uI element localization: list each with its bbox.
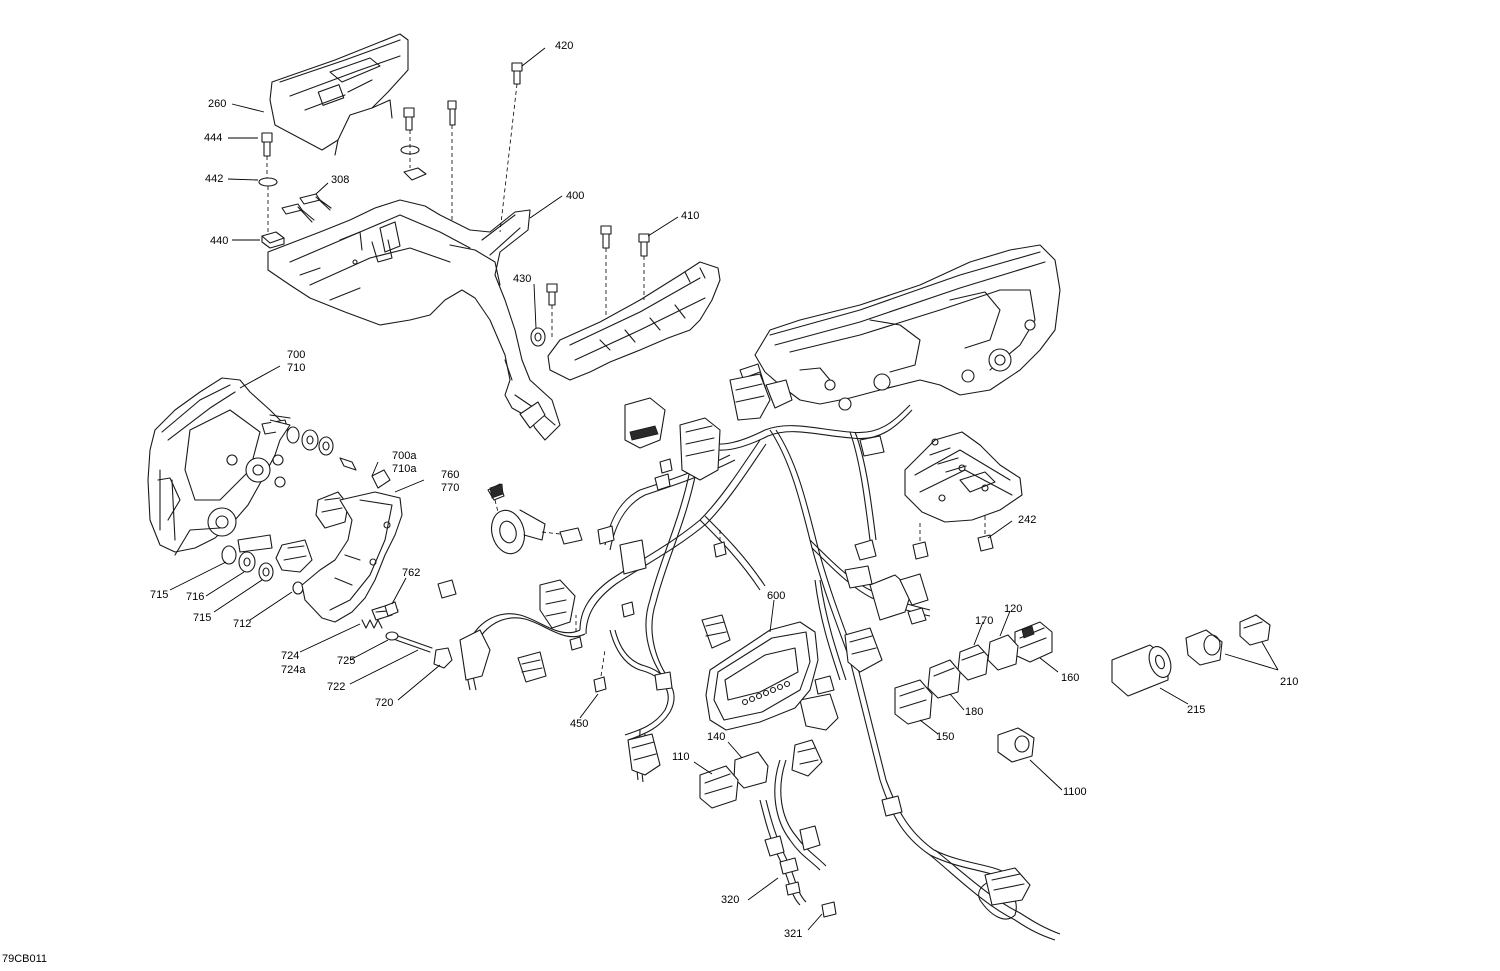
hardware-444-442-440 bbox=[258, 132, 285, 249]
callout-242: 242 bbox=[1018, 514, 1036, 526]
socket-215 bbox=[1111, 644, 1172, 697]
callout-710a: 710a bbox=[392, 463, 417, 475]
callout-450: 450 bbox=[570, 718, 588, 730]
callout-430: 430 bbox=[513, 273, 531, 285]
callout-170: 170 bbox=[975, 615, 993, 627]
module-242 bbox=[904, 431, 1023, 523]
callout-160: 160 bbox=[1061, 672, 1079, 684]
callout-1100: 1100 bbox=[1063, 786, 1087, 798]
bracket-410 bbox=[546, 225, 721, 381]
wiring-harness bbox=[465, 404, 1061, 941]
socket-210 bbox=[1185, 614, 1271, 666]
callout-715-right: 715 bbox=[193, 612, 211, 624]
callout-440: 440 bbox=[210, 235, 228, 247]
callout-321: 321 bbox=[784, 928, 802, 940]
callout-120: 120 bbox=[1004, 603, 1022, 615]
callout-400: 400 bbox=[566, 190, 584, 202]
horn bbox=[487, 483, 583, 555]
figure-reference: 79CB011 bbox=[2, 953, 47, 965]
callouts: 420 260 444 442 308 400 440 410 430 700 … bbox=[2, 40, 1298, 965]
callout-210: 210 bbox=[1280, 676, 1298, 688]
callout-140: 140 bbox=[707, 731, 725, 743]
cluster-buttons bbox=[741, 680, 791, 706]
callout-715-left: 715 bbox=[150, 589, 168, 601]
display-cluster-600 bbox=[705, 621, 819, 731]
callout-420: 420 bbox=[555, 40, 573, 52]
socket-1100 bbox=[997, 727, 1035, 763]
callout-320: 320 bbox=[721, 894, 739, 906]
switches bbox=[699, 621, 1053, 809]
callout-716: 716 bbox=[186, 591, 204, 603]
callout-700: 700 bbox=[287, 349, 305, 361]
callout-110: 110 bbox=[672, 751, 690, 763]
leader-lines bbox=[169, 47, 1279, 931]
callout-600: 600 bbox=[767, 590, 785, 602]
callout-724: 724 bbox=[281, 650, 299, 662]
callout-762: 762 bbox=[402, 567, 420, 579]
callout-308: 308 bbox=[331, 174, 349, 186]
callout-180: 180 bbox=[965, 706, 983, 718]
upper-frame bbox=[739, 244, 1061, 411]
callout-712: 712 bbox=[233, 618, 251, 630]
screw-420 bbox=[499, 62, 523, 233]
hardware-724-725-722-720 bbox=[361, 601, 453, 669]
callout-725: 725 bbox=[337, 655, 355, 667]
callout-760: 760 bbox=[441, 469, 459, 481]
screws-misc bbox=[569, 458, 994, 918]
callout-215: 215 bbox=[1187, 704, 1205, 716]
callout-724a: 724a bbox=[281, 664, 306, 676]
callout-410: 410 bbox=[681, 210, 699, 222]
headlight-700 bbox=[147, 377, 291, 556]
hardware-cover-right bbox=[400, 100, 457, 240]
callout-710: 710 bbox=[287, 362, 305, 374]
washers-715-716-712 bbox=[221, 426, 357, 595]
callout-442: 442 bbox=[205, 173, 223, 185]
bracket-760 bbox=[301, 491, 403, 623]
bracket-400 bbox=[267, 199, 561, 441]
callout-260: 260 bbox=[208, 98, 226, 110]
callout-700a: 700a bbox=[392, 450, 417, 462]
callout-720: 720 bbox=[375, 697, 393, 709]
grommet-430 bbox=[530, 327, 546, 347]
callout-444: 444 bbox=[204, 132, 222, 144]
callout-722: 722 bbox=[327, 681, 345, 693]
cover-260 bbox=[269, 33, 409, 156]
callout-770: 770 bbox=[441, 482, 459, 494]
harness-connectors bbox=[437, 373, 1031, 906]
bolts-308 bbox=[281, 193, 332, 223]
callout-150: 150 bbox=[936, 731, 954, 743]
